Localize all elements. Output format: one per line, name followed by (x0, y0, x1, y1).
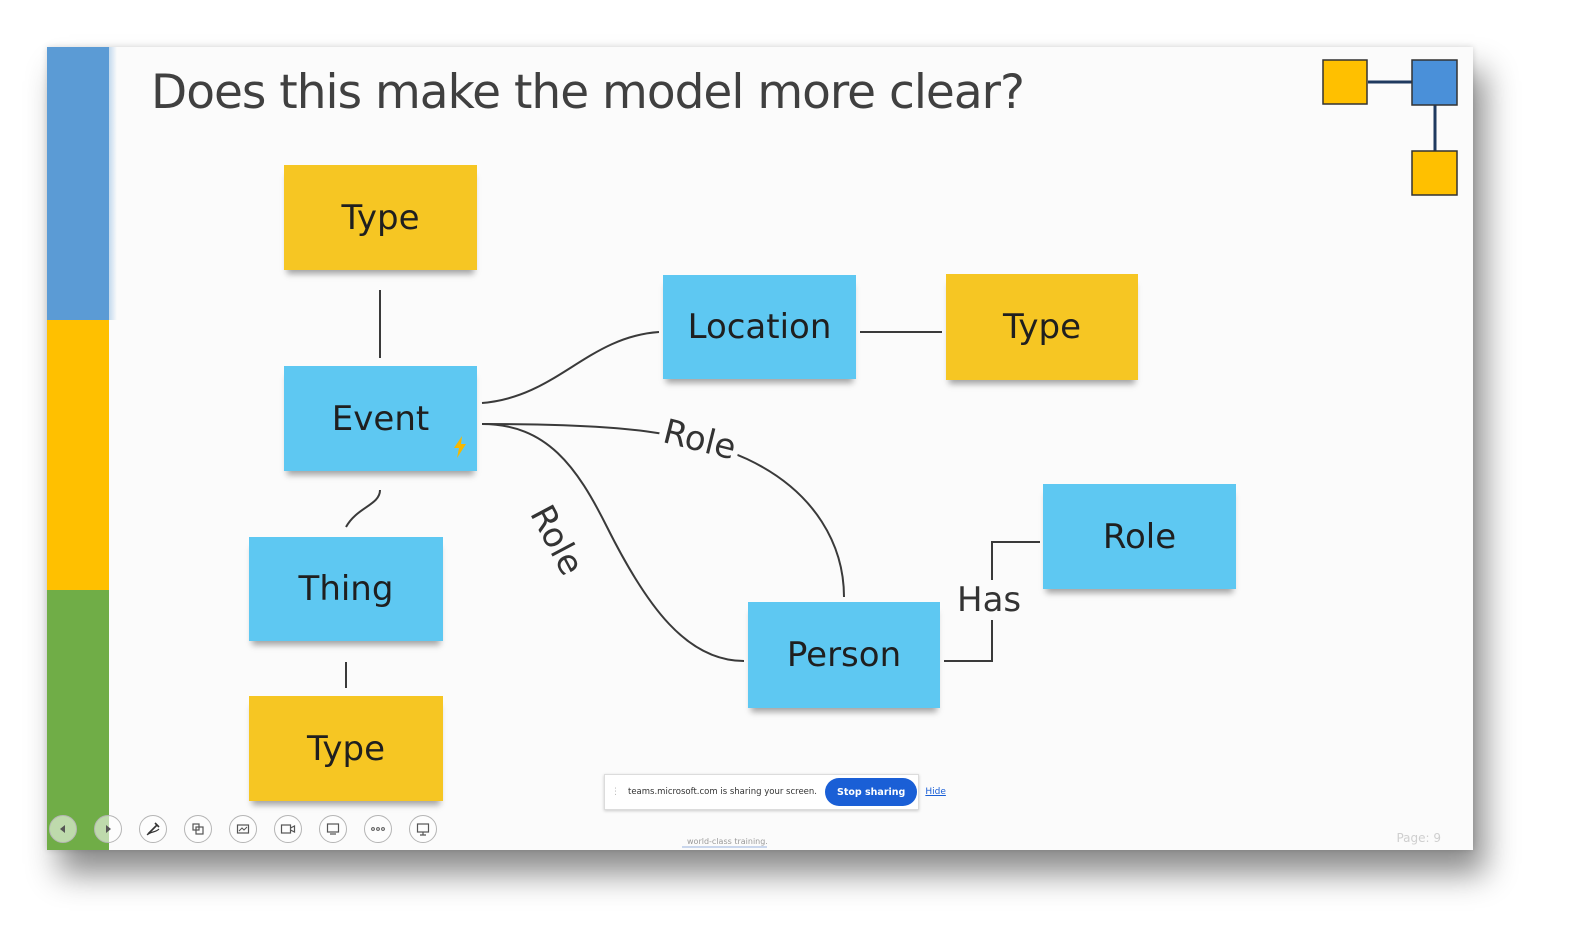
background-caption: world-class training. (687, 837, 768, 846)
note-label: Type (341, 197, 420, 238)
note-label: Type (306, 728, 386, 769)
lightning-bolt-icon (453, 436, 467, 463)
subtitles-icon[interactable] (319, 815, 347, 843)
video-camera-icon[interactable] (274, 815, 302, 843)
share-message: teams.microsoft.com is sharing your scre… (628, 787, 817, 797)
logo-box-yellow-bottom (1411, 150, 1458, 196)
note-thing: Thing (249, 537, 443, 641)
note-type-right: Type (946, 274, 1138, 380)
previous-slide-icon[interactable] (49, 815, 77, 843)
connector-event-thing (345, 489, 381, 528)
more-options-icon[interactable] (364, 815, 392, 843)
accent-bar-blue (47, 47, 109, 320)
connector-event-person-upper (481, 423, 845, 598)
note-label: Thing (298, 569, 394, 609)
accent-bar-fade (109, 47, 117, 320)
background-underline (682, 846, 767, 848)
accent-bar-green (47, 590, 109, 850)
org-chart-logo (1322, 59, 1458, 196)
slide: Does this make the model more clear? Typ… (47, 47, 1473, 850)
note-label: Type (1002, 307, 1082, 347)
note-event: Event (284, 366, 477, 471)
diagram-connectors (345, 59, 1458, 688)
note-type-bottom: Type (249, 696, 443, 801)
screen-share-banner: ⋮ teams.microsoft.com is sharing your sc… (604, 774, 946, 810)
note-label: Person (786, 635, 902, 675)
edge-label-has: Has (953, 580, 1026, 620)
note-person: Person (748, 602, 940, 708)
note-label: Event (331, 398, 430, 439)
note-label: Role (1102, 516, 1177, 557)
logo-box-blue (1411, 59, 1458, 106)
zoom-into-slide-icon[interactable] (229, 815, 257, 843)
pen-tool-icon[interactable] (139, 815, 167, 843)
presenter-view-icon[interactable] (409, 815, 437, 843)
drag-handle-icon[interactable]: ⋮ (611, 787, 620, 797)
note-role: Role (1043, 484, 1236, 589)
connector-event-person-lower (481, 423, 745, 662)
slide-title: Does this make the model more clear? (151, 65, 1025, 120)
connector-event-location (481, 331, 660, 404)
note-label: Location (687, 307, 832, 347)
accent-bar-orange (47, 320, 109, 590)
hide-link[interactable]: Hide (925, 787, 946, 797)
note-type-top: Type (284, 165, 477, 270)
stop-sharing-button[interactable]: Stop sharing (825, 778, 918, 806)
logo-box-yellow-left (1322, 59, 1368, 105)
see-all-slides-icon[interactable] (184, 815, 212, 843)
page-number: Page: 9 (1396, 831, 1441, 845)
next-slide-icon[interactable] (94, 815, 122, 843)
note-location: Location (663, 275, 856, 379)
